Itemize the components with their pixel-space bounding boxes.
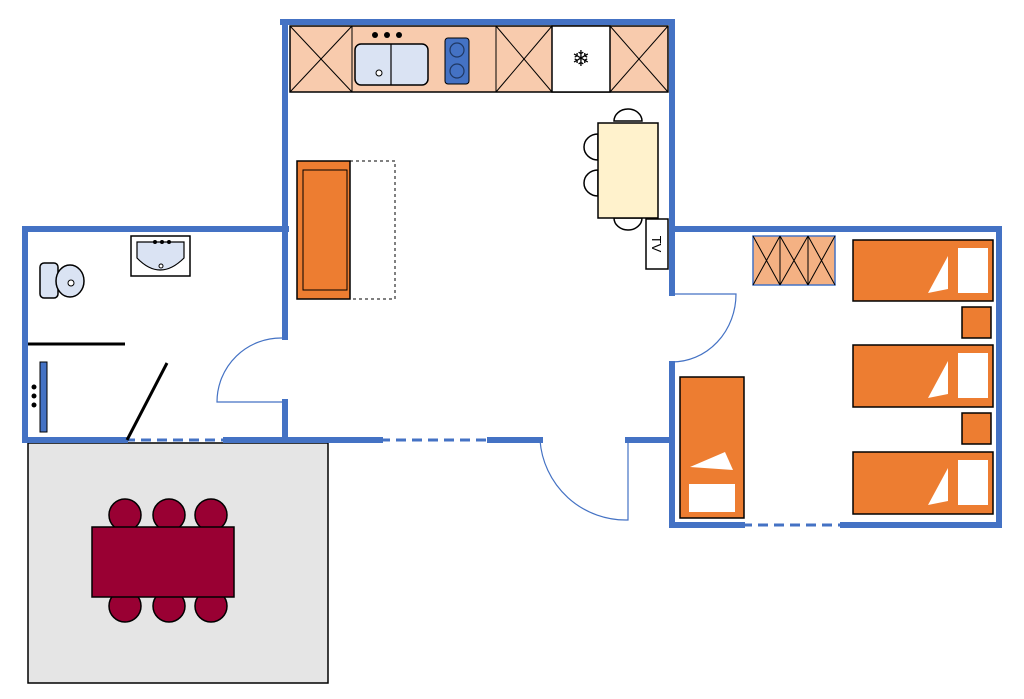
- chair: [152, 498, 186, 532]
- table: [597, 122, 659, 219]
- fridge: ❄: [551, 25, 611, 93]
- shower-icon: [31, 361, 48, 433]
- chair: [583, 133, 599, 161]
- chair: [613, 217, 643, 231]
- chair: [194, 498, 228, 532]
- washbasin-icon: [130, 235, 191, 277]
- bed: [679, 376, 745, 519]
- bathroom: [22, 226, 289, 443]
- nightstand: [961, 306, 992, 339]
- cabinet: [289, 25, 353, 93]
- dining-set: [91, 498, 235, 623]
- sink-icon: [354, 32, 429, 86]
- bed: [852, 239, 994, 302]
- living-walls: [280, 19, 675, 443]
- nightstand: [961, 412, 992, 445]
- door-swing-bathroom[interactable]: [216, 337, 284, 403]
- stove-icon: [444, 37, 470, 85]
- bathroom-door[interactable]: [125, 362, 169, 441]
- toilet-icon: [39, 262, 85, 299]
- dining-table: [91, 526, 235, 598]
- chair: [613, 108, 643, 122]
- chair: [583, 169, 599, 197]
- door-swing-bedroom[interactable]: [671, 293, 737, 363]
- cabinet: [609, 25, 669, 93]
- bed: [852, 344, 994, 408]
- bedroom-walls: [669, 226, 1002, 528]
- terrace: [27, 442, 329, 684]
- sofa-bed: [296, 160, 396, 300]
- tv-label: TV: [649, 236, 664, 253]
- wardrobe: [752, 235, 836, 286]
- entrance-door[interactable]: [539, 439, 629, 521]
- kitchen-dining: [583, 108, 659, 231]
- tv: TV: [645, 218, 669, 270]
- bed: [852, 451, 994, 515]
- snowflake-icon: ❄: [572, 47, 590, 72]
- chair: [108, 498, 142, 532]
- kitchen-counter: ❄: [289, 25, 669, 93]
